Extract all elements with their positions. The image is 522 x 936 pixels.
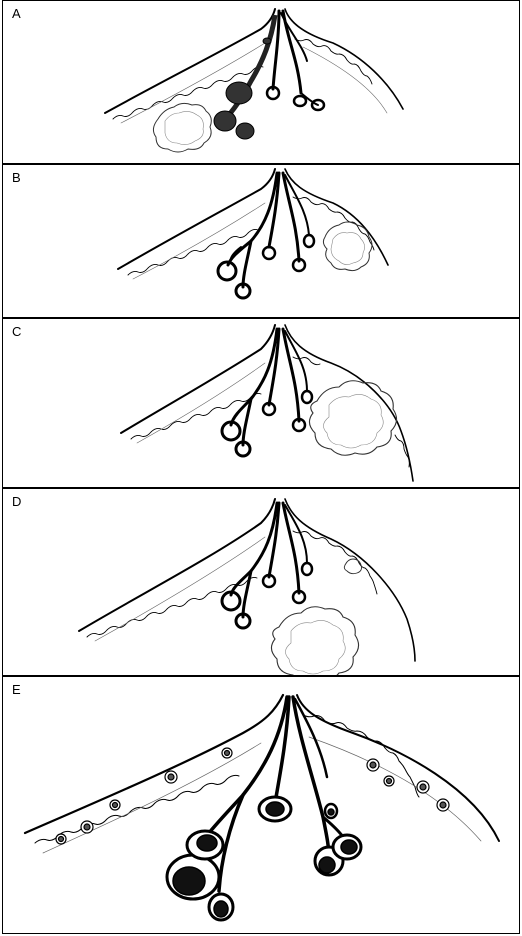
panel-b-illustration bbox=[3, 165, 520, 318]
dark-bulb-1 bbox=[226, 82, 252, 104]
panel-a: A bbox=[2, 0, 520, 164]
lesion-c bbox=[309, 381, 396, 456]
small-lesion-d bbox=[344, 559, 361, 574]
dark-bulb-3 bbox=[236, 123, 254, 139]
panel-d-illustration bbox=[3, 489, 520, 676]
panel-e-illustration bbox=[3, 677, 520, 934]
panel-c: C bbox=[2, 318, 520, 488]
panel-d: D bbox=[2, 488, 520, 676]
panel-c-illustration bbox=[3, 319, 520, 488]
crypt-bulb-b3 bbox=[263, 247, 275, 259]
crypt-bulb-b5 bbox=[304, 235, 314, 247]
panel-b: B bbox=[2, 164, 520, 318]
panel-e: E bbox=[2, 676, 520, 934]
dark-branch bbox=[225, 15, 275, 119]
crypt-bulb-2 bbox=[294, 96, 306, 106]
lesion-d bbox=[271, 607, 358, 676]
dark-bulb-2 bbox=[214, 111, 236, 131]
panel-a-illustration bbox=[3, 1, 520, 164]
